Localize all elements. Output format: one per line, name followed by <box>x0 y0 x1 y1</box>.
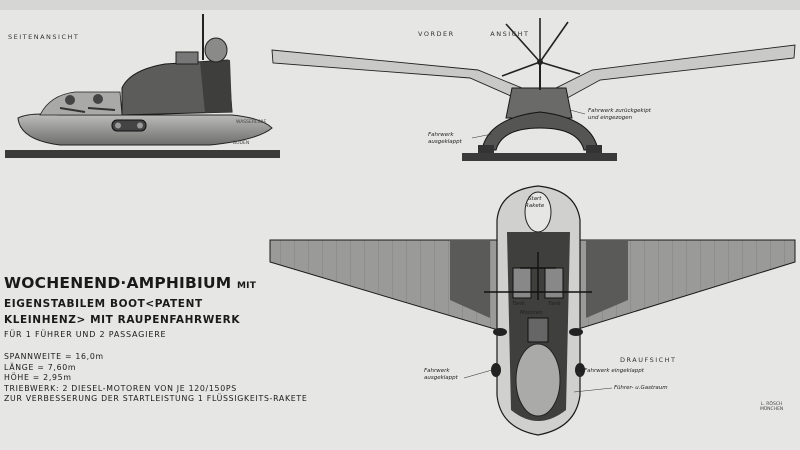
front-view-label: VORDER ANSICHT <box>418 30 530 38</box>
right-pod-label: Tank <box>548 301 561 307</box>
ground-label: BODEN <box>233 141 250 146</box>
left-wheel <box>493 328 507 336</box>
front-right-wing <box>555 44 796 103</box>
front-gear-arch <box>481 111 599 151</box>
right-wheel <box>569 328 583 336</box>
title-text: WOCHENEND·AMPHIBIUM <box>4 274 232 292</box>
front-gear-retracted-callout: Fahrwerk zurückgekipt und eingezogen <box>588 108 651 121</box>
front-view <box>271 18 796 161</box>
spec-span: SPANNWEITE = 16,0m <box>4 352 104 361</box>
spec-length: LÄNGE = 7,60m <box>4 362 77 372</box>
top-gear-retracted-callout: Fahrwerk eingeklappt <box>584 368 644 374</box>
spec-rocket: ZUR VERBESSERUNG DER STARTLEISTUNG 1 FLÜ… <box>4 394 308 403</box>
top-view <box>269 185 796 436</box>
spec-height: HÖHE = 2,95m <box>4 373 72 382</box>
top-gear-extended-callout: Fahrwerk ausgeklappt <box>424 368 458 381</box>
title-mit: MIT <box>237 281 257 291</box>
top-view-label: DRAUFSICHT <box>620 356 677 364</box>
right-pod <box>544 267 564 299</box>
water-line-label: WASSERLINIE <box>236 120 267 125</box>
front-rotor <box>501 18 581 77</box>
engines-label: Motoren <box>520 310 543 316</box>
front-left-wing <box>271 49 523 101</box>
side-view <box>5 14 280 158</box>
left-pod-label: Tank <box>512 301 525 307</box>
side-view-label: SEITENANSICHT <box>8 33 80 41</box>
spec-engines: TRIEBWERK: 2 DIESEL-MOTOREN VON JE 120/1… <box>4 383 237 393</box>
front-hull <box>505 87 573 119</box>
start-rocket <box>524 191 552 233</box>
left-pod <box>512 267 532 299</box>
title-line-4: FÜR 1 FÜHRER UND 2 PASSAGIERE <box>4 330 167 339</box>
title-line-3: KLEINHENZ> MIT RAUPENFAHRWERK <box>4 314 241 326</box>
spec-list: SPANNWEITE = 16,0m LÄNGE = 7,60m HÖHE = … <box>4 352 307 405</box>
leader-lines <box>463 109 613 393</box>
top-cockpit <box>515 343 561 417</box>
start-rocket-callout: Start Rakete <box>525 196 545 209</box>
artist-signature: L. RÖSCH MÜNCHEN <box>760 402 784 412</box>
title-main: WOCHENEND·AMPHIBIUM MIT <box>4 274 256 292</box>
cockpit-callout: Führer- u.Gastraum <box>614 385 668 391</box>
front-gear-extended-callout: Fahrwerk ausgeklappt <box>428 132 462 145</box>
front-ground-strip <box>462 153 617 161</box>
ground-strip <box>5 150 280 158</box>
title-line-2: EIGENSTABILEM BOOT<PATENT <box>4 298 203 310</box>
crawler-track <box>111 119 147 132</box>
